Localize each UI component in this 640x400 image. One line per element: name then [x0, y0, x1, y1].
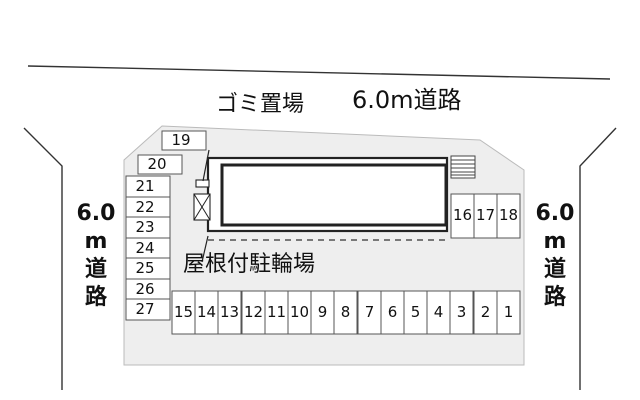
slot-grid: [125, 130, 521, 335]
slot-number-r17: 17: [475, 206, 496, 224]
slot-number-b9: 9: [317, 302, 328, 321]
left-road-edge: [23, 127, 63, 390]
slot-number-l22: 22: [135, 197, 155, 216]
slot-number-b6: 6: [387, 302, 398, 321]
parking-slot-b13: [217, 290, 242, 335]
parking-slot-b3: [449, 290, 474, 335]
covered-bike-parking-label: 屋根付駐輪場: [183, 252, 316, 277]
right-road-char-1: 道: [543, 257, 566, 282]
slot-number-b10: 10: [289, 302, 310, 321]
right-road-edge: [579, 127, 617, 390]
slot-number-b11: 11: [266, 302, 287, 321]
parking-slot-l27: [125, 298, 171, 321]
slot-number-l23: 23: [135, 217, 155, 236]
slot-number-l24: 24: [135, 238, 155, 257]
top-road-edge: [27, 65, 611, 80]
stairs-icon: [450, 155, 476, 179]
left-road-width: 6.0: [76, 201, 116, 226]
slot-number-b1: 1: [503, 302, 514, 321]
left-road-char-2: 路: [84, 285, 107, 310]
parking-slot-t20: [137, 154, 183, 175]
slot-number-t19: 19: [171, 130, 191, 149]
left-road-char-1: 道: [84, 257, 107, 282]
slot-number-r16: 16: [452, 206, 473, 224]
building-inner: [220, 163, 448, 227]
right-road-label: 6.0 m 道 路: [533, 200, 577, 312]
slot-number-l27: 27: [135, 299, 155, 318]
parking-slot-r18: [496, 193, 521, 239]
top-road-label: 6.0m道路: [352, 86, 462, 114]
slot-number-b13: 13: [219, 302, 240, 321]
slot-number-l25: 25: [135, 258, 155, 277]
parking-slot-t19: [161, 130, 207, 151]
slot-number-l26: 26: [135, 279, 155, 298]
garbage-area-icon: [193, 149, 211, 221]
right-road-unit: m: [543, 229, 567, 254]
right-road-char-2: 路: [543, 285, 566, 310]
slot-number-b8: 8: [340, 302, 351, 321]
left-road-unit: m: [84, 229, 108, 254]
parking-slot-b1: [496, 290, 521, 335]
slot-number-b5: 5: [410, 302, 421, 321]
garbage-area-label: ゴミ置場: [216, 92, 305, 117]
slot-number-t20: 20: [147, 154, 167, 173]
slot-number-b2: 2: [480, 302, 491, 321]
slot-number-b14: 14: [196, 302, 217, 321]
parking-slot-b8: [333, 290, 358, 335]
slot-number-b3: 3: [456, 302, 467, 321]
slot-number-b12: 12: [243, 302, 264, 321]
slot-number-b4: 4: [433, 302, 444, 321]
slot-number-r18: 18: [498, 206, 519, 224]
right-road-width: 6.0: [535, 201, 575, 226]
slot-number-l21: 21: [135, 176, 155, 195]
slot-number-b7: 7: [364, 302, 375, 321]
left-road-label: 6.0 m 道 路: [74, 200, 118, 312]
covered-bike-leader: [201, 235, 209, 263]
slot-number-b15: 15: [173, 302, 194, 321]
